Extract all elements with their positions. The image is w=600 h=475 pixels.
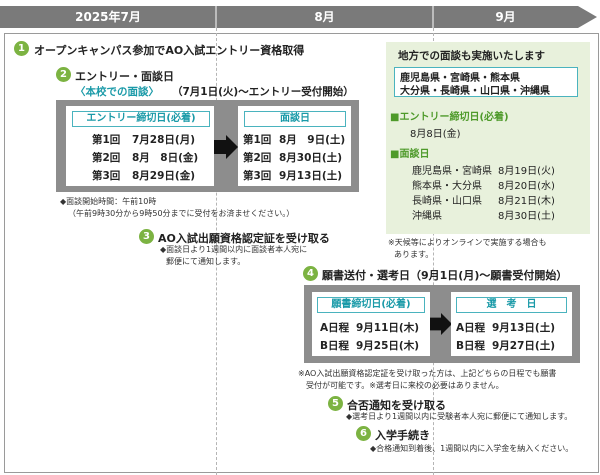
month-september: 9月 [495, 10, 516, 24]
step-2-note-1: ◆面談開始時間：午前10時 [60, 197, 157, 206]
step-1-title: オープンキャンパス参加でAO入試エントリー資格取得 [34, 44, 305, 57]
step-5-badge: 5 [328, 396, 343, 411]
exam-row-a-label: A日程 [456, 322, 486, 334]
regional-note-1: ※天候等によりオンラインで実施する場合も [388, 238, 547, 247]
step-6-badge: 6 [356, 426, 371, 441]
interview-row-2-date: 8月30日(土) [279, 152, 343, 164]
entry-row-1-date: 7月28日(月) [132, 134, 196, 146]
entry-row-3-date: 8月29日(金) [132, 170, 196, 182]
regional-title: 地方での面談も実施いたします [398, 50, 545, 62]
step-3-title: AO入試出願資格認定証を受け取る [158, 232, 330, 245]
deadline-row-a-label: A日程 [320, 322, 350, 334]
step-3-note-2: 郵便にて通知します。 [166, 257, 246, 266]
regional-entry-deadline-label: ■エントリー締切日(必着) [390, 112, 509, 123]
entry-row-2-label: 第2回 [92, 152, 121, 164]
regional-note-2: あります。 [394, 250, 434, 259]
step-4-note-1: ※AO入試出願資格認定証を受け取った方は、上記どちらの日程でも願書 [298, 369, 557, 378]
interview-row-2-label: 第2回 [243, 152, 272, 164]
regional-prefectures-line-2: 大分県・長崎県・山口県・沖縄県 [400, 86, 550, 97]
timeline-arrow [0, 6, 597, 28]
entry-row-2-date: 8月 8日(金) [132, 152, 199, 164]
step-3-badge: 3 [139, 229, 154, 244]
regional-interview-1-date: 8月19日(火) [498, 166, 555, 177]
step-6-title: 入学手続き [375, 429, 430, 442]
interview-row-3-label: 第3回 [243, 170, 272, 182]
divider-august-september [433, 28, 434, 475]
exam-row-b-date: 9月27日(土) [492, 340, 556, 352]
entry-row-1-label: 第1回 [92, 134, 121, 146]
month-july: 2025年7月 [75, 10, 141, 24]
deadline-row-b-label: B日程 [320, 340, 350, 352]
step-2-note-2: （午前9時30分から9時50分までに受付をお済ませください。） [68, 209, 295, 218]
step-2-title: エントリー・面談日 [75, 70, 174, 83]
schedule-frame [4, 33, 599, 473]
step-4-title: 願書送付・選考日（9月1日(月)〜願書受付開始） [322, 269, 568, 282]
regional-interview-label: ■面談日 [390, 149, 430, 160]
interview-row-1-date: 8月 9日(土) [279, 134, 346, 146]
step-2-subtitle: 〈本校での面談〉 [75, 86, 159, 98]
entry-row-3-label: 第3回 [92, 170, 121, 182]
regional-interview-4-area: 沖縄県 [412, 211, 442, 222]
entry-deadline-header: エントリー締切日(必着) [72, 111, 210, 127]
application-deadline-header: 願書締切日(必着) [317, 297, 425, 313]
step-5-note: ◆選考日より1週間以内に受験者本人宛に郵便にて通知します。 [346, 412, 573, 421]
step-4-badge: 4 [303, 266, 318, 281]
deadline-row-b-date: 9月25日(木) [356, 340, 420, 352]
regional-entry-deadline-date: 8月8日(金) [410, 129, 461, 140]
interview-date-header: 面談日 [244, 111, 346, 127]
interview-row-3-date: 9月13日(土) [279, 170, 343, 182]
regional-interview-1-area: 鹿児島県・宮崎県 [412, 166, 492, 177]
exam-row-a-date: 9月13日(土) [492, 322, 556, 334]
step-2-period: （7月1日(火)〜エントリー受付開始） [172, 86, 354, 98]
interview-row-1-label: 第1回 [243, 134, 272, 146]
step-5-title: 合否通知を受け取る [347, 399, 446, 412]
step-4-note-2: 受付が可能です。※選考日に来校の必要はありません。 [306, 381, 504, 390]
regional-interview-3-area: 長崎県・山口県 [412, 196, 482, 207]
exam-date-header: 選 考 日 [456, 297, 567, 313]
month-august: 8月 [314, 10, 335, 24]
step-3-note-1: ◆面談日より1週間以内に面談者本人宛に [160, 245, 308, 254]
exam-row-b-label: B日程 [456, 340, 486, 352]
regional-interview-2-area: 熊本県・大分県 [412, 181, 482, 192]
regional-interview-2-date: 8月20日(水) [498, 181, 555, 192]
step-6-note: ◆合格通知到着後、1週間以内に入学金を納入ください。 [370, 444, 574, 453]
regional-prefectures-box [394, 67, 578, 97]
step-2-badge: 2 [56, 67, 71, 82]
step-1-badge: 1 [14, 41, 29, 56]
regional-interview-4-date: 8月30日(土) [498, 211, 555, 222]
arrow-right-icon [214, 135, 238, 159]
regional-interview-3-date: 8月21日(木) [498, 196, 555, 207]
regional-prefectures-line-1: 鹿児島県・宮崎県・熊本県 [400, 73, 520, 84]
deadline-row-a-date: 9月11日(木) [356, 322, 420, 334]
divider-july-august [216, 28, 217, 475]
arrow-right-icon [430, 313, 452, 335]
